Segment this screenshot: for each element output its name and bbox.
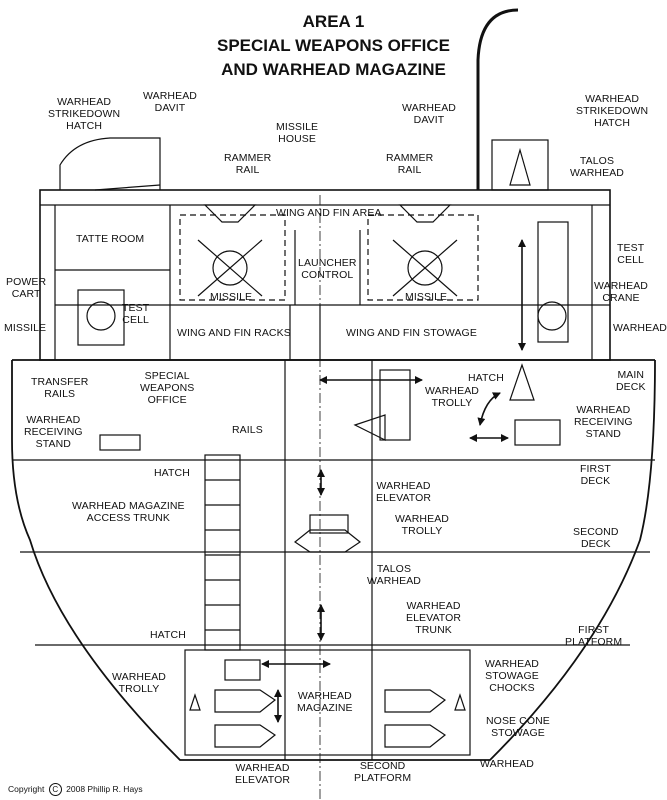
copyright-symbol-letter: C (52, 785, 59, 794)
label-missile-house: MISSILE HOUSE (276, 121, 319, 145)
label-second-deck: SECOND DECK (573, 526, 619, 550)
receiving-stand-right (514, 419, 561, 446)
label-first-platform: FIRST PLATFORM (565, 624, 623, 648)
copyright-symbol: C (48, 783, 62, 796)
strikedown-hatch-right (491, 139, 549, 191)
access-trunk-ladder (205, 479, 240, 631)
warhead-trolly-upper-nose (353, 414, 386, 441)
label-warhead-davit-right: WARHEAD DAVIT (402, 102, 456, 126)
rammer-right-head (398, 204, 452, 223)
label-wing-and-fin-stowage: WING AND FIN STOWAGE (346, 327, 477, 339)
test-cell-missile-circle (86, 301, 116, 331)
nose-cone-left (189, 693, 201, 711)
label-power-cart: POWER CART (6, 276, 47, 300)
stowed-warhead-4 (384, 724, 447, 748)
stowed-warhead-3 (384, 689, 447, 713)
label-warhead-stowage-chocks: WARHEAD STOWAGE CHOCKS (485, 658, 539, 694)
label-wing-and-fin-racks: WING AND FIN RACKS (177, 327, 291, 339)
label-missile-left-room: MISSILE (4, 322, 47, 334)
warhead-trolly-upper-frame (379, 369, 411, 441)
label-talos-warhead-middle: TALOS WARHEAD (367, 563, 421, 587)
missile-right-fins (392, 239, 458, 297)
label-warhead-right: WARHEAD (613, 322, 667, 334)
label-talos-warhead-top: TALOS WARHEAD (570, 155, 624, 179)
copyright-year-author: 2008 Phillip R. Hays (66, 784, 143, 794)
diagram-title-line-1: AREA 1 (302, 12, 365, 31)
label-rails: RAILS (232, 424, 263, 436)
label-test-cell-left: TEST CELL (122, 302, 150, 326)
warhead-trolly-lower (224, 659, 261, 681)
test-cell-frame (77, 289, 125, 346)
label-tatte-room: TATTE ROOM (76, 233, 145, 245)
label-hatch-upper-trunk: HATCH (154, 467, 190, 479)
label-main-deck: MAIN DECK (616, 369, 646, 393)
receiving-stand-left (99, 434, 141, 451)
label-rammer-rail-right: RAMMER RAIL (386, 152, 434, 176)
label-warhead-crane: WARHEAD CRANE (594, 280, 648, 304)
structure-lines (11, 8, 656, 800)
label-hatch-main: HATCH (468, 372, 504, 384)
label-wing-and-fin-area: WING AND FIN AREA (276, 207, 382, 219)
rammer-left-head (203, 204, 257, 223)
label-first-deck: FIRST DECK (580, 463, 611, 487)
label-warhead-trolly-middle: WARHEAD TROLLY (395, 513, 449, 537)
label-warhead-bottom: WARHEAD (480, 758, 534, 770)
label-warhead-davit-left: WARHEAD DAVIT (143, 90, 197, 114)
missile-right-dashed-outline (367, 214, 479, 301)
warhead-magazine-box (184, 649, 471, 756)
stowed-warhead-1 (214, 689, 277, 713)
label-test-cell-right: TEST CELL (617, 242, 645, 266)
label-warhead-elevator-upper: WARHEAD ELEVATOR (376, 480, 432, 504)
missile-left-dashed-outline (179, 214, 286, 301)
strikedown-hatch-cover-left (59, 137, 161, 190)
label-rammer-rail-left: RAMMER RAIL (224, 152, 272, 176)
stowed-warhead-2 (214, 724, 277, 748)
label-warhead-receiving-stand-right: WARHEAD RECEIVING STAND (574, 404, 633, 440)
talos-warhead-middle-shape (293, 529, 362, 553)
label-warhead-elevator-bottom: WARHEAD ELEVATOR (235, 762, 291, 786)
label-warhead-receiving-stand-left: WARHEAD RECEIVING STAND (24, 414, 83, 450)
warhead-davit-right (476, 8, 519, 190)
label-warhead-trolly-lower: WARHEAD TROLLY (112, 671, 166, 695)
label-launcher-control: LAUNCHER CONTROL (298, 257, 357, 281)
warhead-trolly-middle (309, 514, 349, 534)
missile-left-circle (212, 250, 248, 286)
label-missile-center-left: MISSILE (210, 291, 253, 303)
label-transfer-rails: TRANSFER RAILS (31, 376, 89, 400)
label-warhead-trolly-upper: WARHEAD TROLLY (425, 385, 479, 409)
copyright-notice: Copyright C 2008 Phillip R. Hays (8, 783, 143, 796)
arrow-hatch-curve (477, 392, 501, 426)
label-hatch-lower: HATCH (150, 629, 186, 641)
label-nose-cone-stowage: NOSE CONE STOWAGE (486, 715, 550, 739)
label-warhead-strikedown-hatch-left: WARHEAD STRIKEDOWN HATCH (48, 96, 121, 132)
label-warhead-magazine: WARHEAD MAGAZINE (297, 690, 353, 714)
diagram-title-line-3: AND WARHEAD MAGAZINE (221, 60, 446, 79)
label-missile-center-right: MISSILE (405, 291, 448, 303)
label-warhead-strikedown-hatch-right: WARHEAD STRIKEDOWN HATCH (576, 93, 649, 129)
missile-left-fins (197, 239, 263, 297)
hatch-door-left (94, 184, 161, 191)
diagram-title-line-2: SPECIAL WEAPONS OFFICE (217, 36, 450, 55)
label-warhead-magazine-access-trunk: WARHEAD MAGAZINE ACCESS TRUNK (72, 500, 185, 524)
label-second-platform: SECOND PLATFORM (354, 760, 412, 784)
crane-warhead-circle (537, 301, 567, 331)
talos-warhead-stand-shape (509, 363, 535, 401)
talos-warhead-top-shape (509, 147, 531, 186)
warhead-crane-frame (537, 221, 569, 343)
nose-cone-right (454, 693, 466, 711)
hull-outline (11, 359, 656, 761)
label-special-weapons-office: SPECIAL WEAPONS OFFICE (140, 370, 195, 406)
missile-right-circle (407, 250, 443, 286)
label-warhead-elevator-trunk: WARHEAD ELEVATOR TRUNK (406, 600, 462, 636)
copyright-word: Copyright (8, 784, 45, 794)
